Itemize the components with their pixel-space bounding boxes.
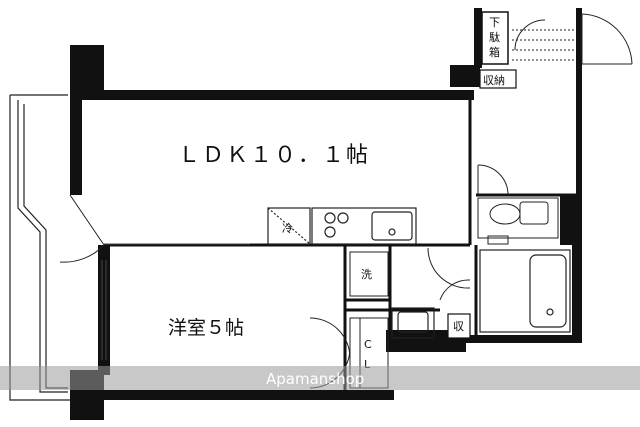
balcony-door xyxy=(59,194,105,263)
entrance-door xyxy=(512,13,633,65)
bathroom xyxy=(479,249,571,333)
laundry-label: 洗 xyxy=(361,268,372,281)
small-storage: 収 xyxy=(447,313,471,339)
washbasin xyxy=(391,307,435,339)
laundry-space xyxy=(349,251,389,297)
storage-label: 収納 xyxy=(483,74,505,87)
exterior-walls xyxy=(70,8,582,420)
shoe-cabinet-label: 下 xyxy=(489,16,500,29)
western-room-label: 洋室５帖 xyxy=(168,317,244,339)
ldk-label: ＬＤＫ１０．１帖 xyxy=(178,143,370,168)
interior-walls xyxy=(104,95,576,395)
watermark-band xyxy=(0,366,640,390)
balcony xyxy=(9,94,70,401)
hall-doors xyxy=(427,247,471,301)
kitchen xyxy=(267,207,417,245)
watermark: Apamanshop xyxy=(266,370,364,388)
toilet-room xyxy=(477,164,559,245)
closet-label-c: C xyxy=(364,338,372,351)
small-storage-label: 収 xyxy=(453,320,464,333)
shoe-cabinet: 下 駄 箱 xyxy=(481,11,509,65)
windows xyxy=(101,243,250,360)
svg-text:箱: 箱 xyxy=(489,45,500,59)
fridge-label: 冷 xyxy=(282,222,293,235)
closet-label-l: L xyxy=(364,358,371,371)
svg-text:駄: 駄 xyxy=(489,30,500,44)
storage: 収納 xyxy=(479,69,517,89)
